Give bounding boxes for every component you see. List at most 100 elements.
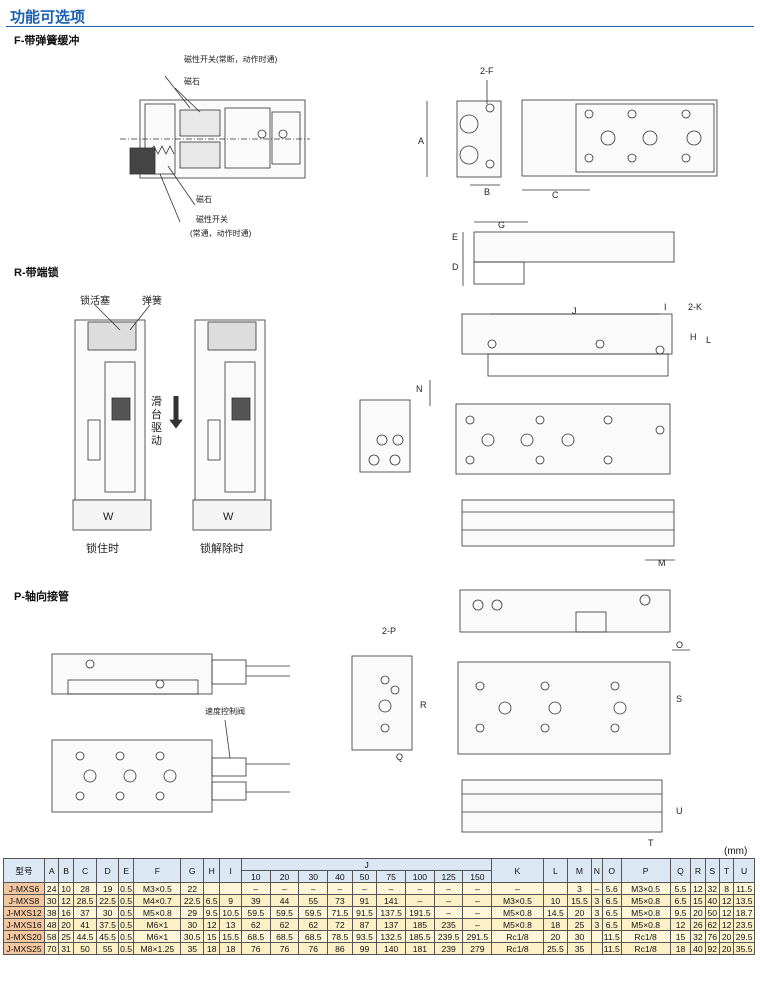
th-m: M [567, 858, 592, 883]
th-j: J [240, 858, 493, 871]
dim-t: T [648, 838, 654, 848]
table-cell: 22.5 [180, 894, 204, 907]
table-cell: 137.5 [376, 906, 407, 919]
th-t: T [718, 858, 735, 883]
table-cell: 235 [433, 918, 464, 931]
table-cell: 25.5 [542, 942, 569, 955]
axial-piping-side-view-top [459, 589, 671, 633]
table-cell: 76 [240, 942, 271, 955]
th-l: L [542, 858, 569, 883]
table-cell: 20 [718, 930, 735, 943]
table-cell: 185.5 [405, 930, 435, 943]
table-cell: 9.5 [669, 906, 692, 919]
th-u: U [733, 858, 755, 883]
dim-j: J [572, 306, 577, 316]
table-cell: – [327, 882, 353, 895]
table-cell: 40 [690, 942, 706, 955]
title-divider [6, 26, 754, 27]
table-cell: 191.5 [405, 906, 435, 919]
dim-c: C [552, 190, 559, 200]
table-cell: 71.5 [327, 906, 353, 919]
table-cell: – [405, 894, 435, 907]
table-cell: 29 [180, 906, 204, 919]
table-cell: 15 [202, 930, 221, 943]
dim-o: O [676, 640, 684, 650]
table-cell: 28 [72, 882, 98, 895]
table-cell: 19 [96, 882, 119, 895]
th-g: G [180, 858, 204, 883]
dim-b: B [484, 187, 491, 197]
table-cell: M5×0.8 [620, 918, 671, 931]
table-cell: 239 [433, 942, 464, 955]
speed-control-valve-label: 速度控制阀 [205, 707, 245, 716]
table-cell: 20 [58, 918, 74, 931]
table-cell: M5×0.8 [491, 906, 544, 919]
table-cell: 18 [669, 942, 692, 955]
table-cell: 5.6 [602, 882, 622, 895]
table-cell: – [351, 882, 378, 895]
table-cell: 73 [327, 894, 353, 907]
table-cell: 68.5 [298, 930, 329, 943]
model-cell: J-MXS6 [2, 882, 46, 895]
table-cell: 30 [180, 918, 204, 931]
th-j-50: 50 [351, 870, 378, 883]
th-b: B [58, 858, 74, 883]
end-lock-side-view [461, 313, 673, 377]
dim-i: I [664, 302, 667, 312]
table-cell: 11.5 [602, 930, 622, 943]
table-cell: 11.5 [602, 942, 622, 955]
table-cell: 0.5 [117, 906, 135, 919]
table-cell: 93.5 [351, 930, 378, 943]
dim-2p: 2-P [382, 626, 397, 636]
table-cell: 18 [202, 942, 221, 955]
th-d: D [96, 858, 119, 883]
spring-cushion-side-view [462, 221, 675, 286]
table-cell: 18.7 [733, 906, 755, 919]
th-j-150: 150 [462, 870, 493, 883]
table-cell: 12 [718, 906, 735, 919]
table-cell: 50 [72, 942, 98, 955]
table-cell: 0.5 [117, 894, 135, 907]
table-cell: 32 [704, 882, 720, 895]
table-cell: 0.5 [117, 882, 135, 895]
table-cell: 10 [542, 894, 569, 907]
table-cell: 15.5 [567, 894, 592, 907]
locked-caption: 锁住时 [86, 543, 119, 555]
table-cell: 6.5 [602, 906, 622, 919]
table-cell: 41 [72, 918, 98, 931]
dim-l: L [706, 335, 712, 345]
table-cell: 16 [58, 906, 74, 919]
end-lock-bottom-view [461, 499, 675, 561]
table-cell: 32 [690, 930, 706, 943]
th-q: Q [669, 858, 692, 883]
table-cell: 45.5 [96, 930, 119, 943]
magnet-bottom-label: 磁石 [196, 195, 212, 204]
section-f-heading: F-带弹簧缓冲 [14, 35, 80, 47]
spec-table: 型号 A B C D E F G H I J K L M N O P Q R S… [2, 858, 755, 955]
th-r: R [690, 858, 706, 883]
th-h: H [202, 858, 221, 883]
dim-u: U [676, 806, 683, 816]
dim-e: E [452, 232, 459, 242]
table-cell: 20 [718, 942, 735, 955]
dim-m: M [658, 558, 666, 568]
table-cell: 9.5 [202, 906, 221, 919]
table-cell: M5×0.8 [491, 918, 544, 931]
table-cell: 10.5 [219, 906, 242, 919]
table-cell: – [405, 882, 435, 895]
table-cell [590, 942, 604, 955]
table-cell: – [462, 894, 493, 907]
table-cell: 181 [405, 942, 435, 955]
table-cell: 58 [44, 930, 60, 943]
table-cell: 3 [590, 918, 604, 931]
table-cell: – [269, 882, 300, 895]
table-cell: 6.5 [202, 894, 221, 907]
table-cell: 62 [704, 918, 720, 931]
table-cell: M3×0.5 [620, 882, 671, 895]
table-cell: 72 [327, 918, 353, 931]
table-cell: 12 [690, 882, 706, 895]
table-cell: 30 [567, 930, 592, 943]
table-cell: 10 [58, 882, 74, 895]
